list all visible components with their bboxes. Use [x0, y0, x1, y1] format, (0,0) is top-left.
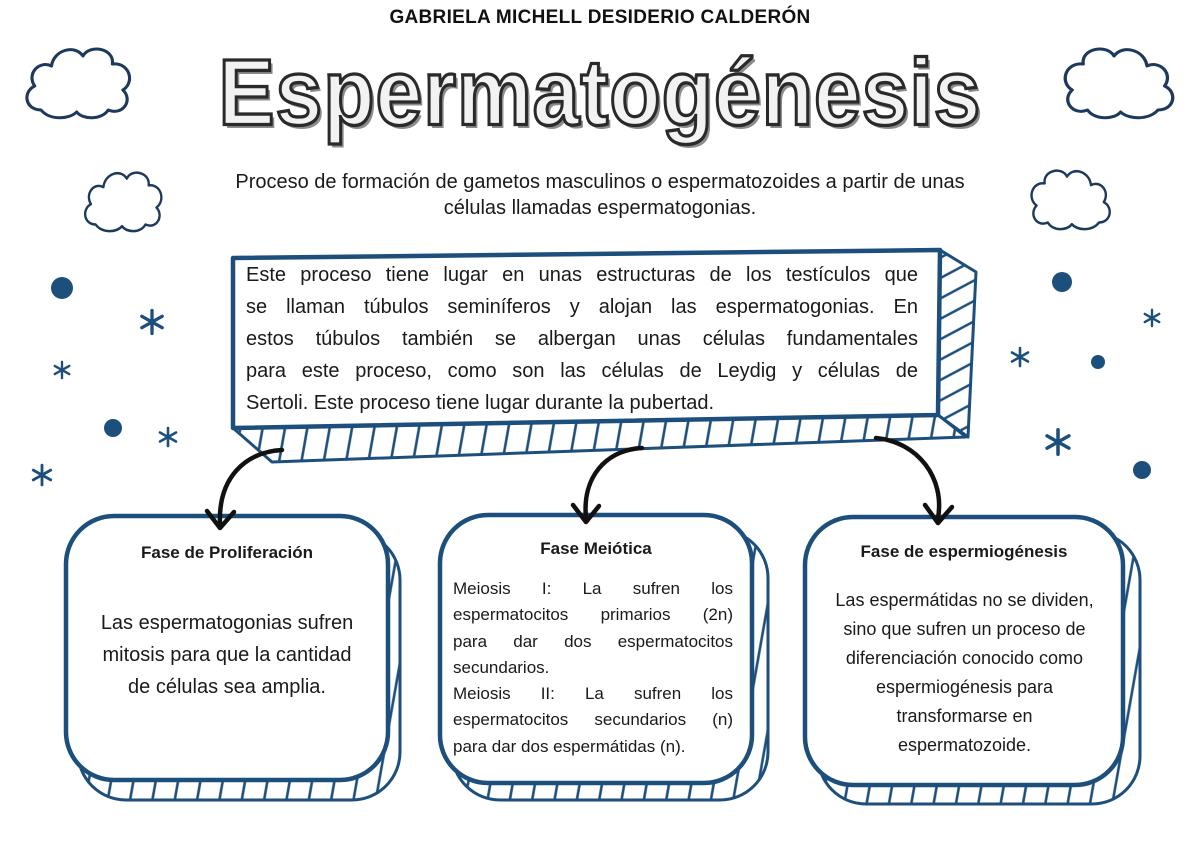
- curved-arrow-icon: [570, 445, 645, 525]
- asterisk-icon: [1010, 346, 1030, 368]
- box-side-face: [936, 248, 978, 439]
- phase-line: Las espermátidas no se dividen,: [835, 590, 1094, 610]
- phase-line: Las espermatogonias sufren: [100, 612, 354, 634]
- phase-card-meiotic: [437, 512, 770, 802]
- main-box-text: Este proceso tiene lugar en unas estruct…: [246, 259, 918, 419]
- curved-arrow-icon: [204, 447, 285, 531]
- phase-line: espermatozoide.: [897, 735, 1032, 755]
- main-box-line: Sertoli. Este proceso tiene lugar durant…: [246, 392, 715, 414]
- phase-line: Meiosis II: La sufren los: [453, 684, 733, 704]
- dot-icon: [51, 277, 73, 299]
- phase-line: espermiogénesis para: [875, 677, 1054, 697]
- main-info-box: [230, 247, 978, 464]
- dot-icon: [1091, 355, 1105, 369]
- phase-title-spermiogenesis: Fase de espermiogénesis: [860, 542, 1068, 561]
- main-box-line: para este proceso, como son las células …: [246, 360, 918, 382]
- phase-text-proliferation: Las espermatogonias sufren mitosis para …: [72, 607, 382, 703]
- page-title: Espermatogénesis: [217, 38, 982, 147]
- asterisk-icon: [1143, 308, 1161, 328]
- card-face: [63, 513, 391, 783]
- definition-line: células llamadas espermatogonias.: [443, 197, 757, 219]
- phase-line: para dar dos espermatocitos: [453, 631, 733, 651]
- dot-icon: [1133, 461, 1151, 479]
- phase-line: de células sea amplia.: [128, 676, 326, 698]
- phase-line: espermatocitos secundarios (n): [453, 710, 733, 730]
- phase-line: para dar dos espermátidas (n).: [453, 736, 686, 756]
- asterisk-icon: [1045, 427, 1071, 457]
- phase-card-proliferation: [63, 513, 402, 802]
- author-name: GABRIELA MICHELL DESIDERIO CALDERÓN: [389, 7, 811, 28]
- curved-arrow-icon: [873, 435, 955, 526]
- phase-line: transformarse en: [896, 706, 1033, 726]
- phase-line: secundarios.: [453, 657, 550, 677]
- phase-card-spermiogenesis: [802, 514, 1142, 806]
- card-face: [437, 512, 755, 786]
- main-box-line: Este proceso tiene lugar en unas estruct…: [246, 264, 918, 286]
- phase-title-proliferation: Fase de Proliferación: [141, 543, 313, 562]
- phase-line: sino que sufren un proceso de: [843, 619, 1086, 639]
- phase-line: diferenciación conocido como: [845, 648, 1084, 668]
- phase-line: espermatocitos primarios (2n): [453, 605, 733, 625]
- phase-text-meiotic: Meiosis I: La sufren los espermatocitos …: [453, 576, 733, 760]
- asterisk-icon: [140, 308, 164, 336]
- asterisk-icon: [158, 426, 178, 448]
- phase-line: Meiosis I: La sufren los: [453, 579, 733, 598]
- main-box-line: estos túbulos también se albergan unas c…: [246, 328, 918, 350]
- box-front-face: [230, 247, 943, 431]
- main-box-line: se llaman túbulos seminíferos y alojan l…: [246, 296, 918, 318]
- phase-title-meiotic: Fase Meiótica: [540, 539, 652, 558]
- dot-icon: [1052, 272, 1072, 292]
- definition-text: Proceso de formación de gametos masculin…: [0, 169, 1200, 221]
- phase-line: mitosis para que la cantidad: [102, 644, 352, 666]
- dot-icon: [104, 419, 122, 437]
- phase-text-spermiogenesis: Las espermátidas no se dividen, sino que…: [812, 586, 1117, 760]
- card-face: [802, 514, 1126, 788]
- asterisk-icon: [31, 463, 53, 487]
- asterisk-icon: [53, 360, 71, 380]
- definition-line: Proceso de formación de gametos masculin…: [235, 171, 965, 193]
